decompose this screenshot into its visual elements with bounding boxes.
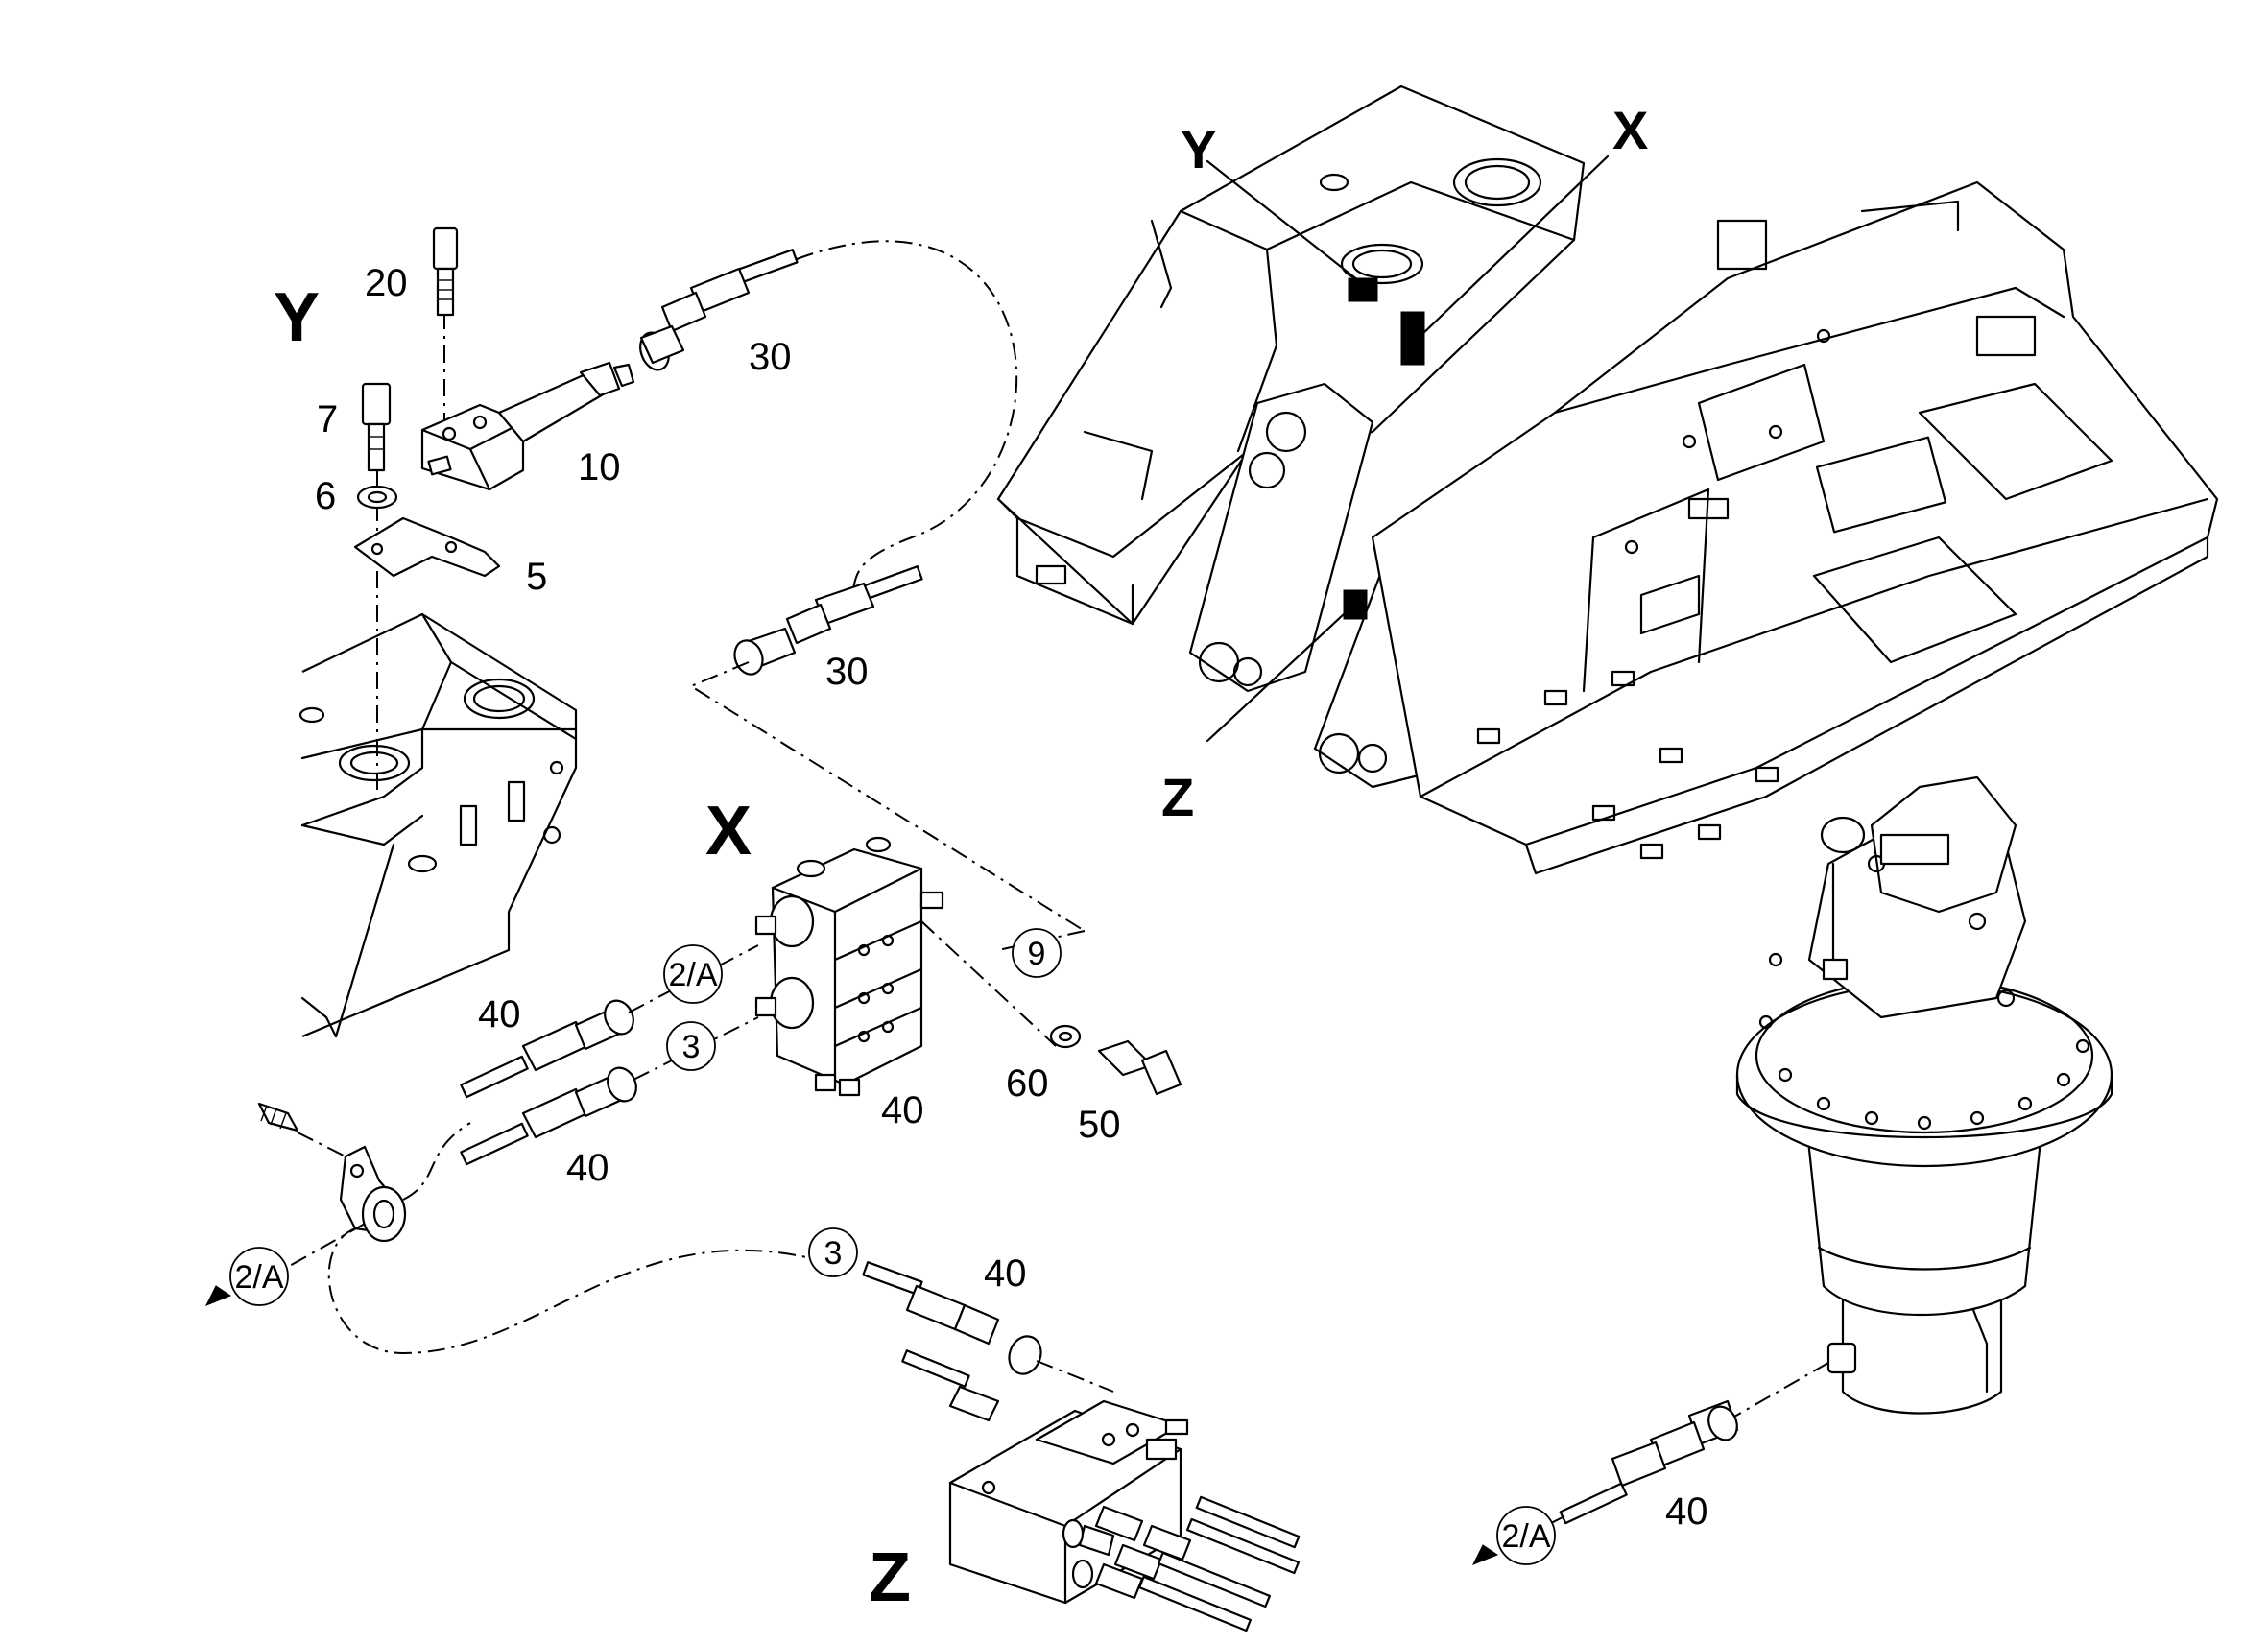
fittings-40-center [460, 999, 637, 1166]
item-40-e: 40 [1665, 1490, 1708, 1533]
item-50: 50 [1078, 1104, 1121, 1146]
item-20: 20 [365, 262, 408, 304]
fitting-40-right [1559, 1399, 1739, 1525]
callout-z-label: Z [1161, 767, 1194, 827]
ref-circle-2a-left [229, 1247, 289, 1306]
ref-2a-center: 2/A [668, 957, 717, 993]
bolt-50 [1097, 1039, 1182, 1096]
view-y-label: Y [274, 279, 320, 356]
view-x-valve-block [754, 836, 944, 1097]
item-5: 5 [526, 556, 547, 598]
item-40-b: 40 [881, 1089, 924, 1132]
item-30-lower: 30 [825, 651, 869, 693]
view-z-label: Z [869, 1539, 911, 1616]
arrow-left-icon-right [1471, 1544, 1499, 1565]
item-40-a: 40 [478, 993, 521, 1036]
bolt-7 [361, 382, 392, 472]
item-10: 10 [578, 446, 621, 488]
ref-2a-left: 2/A [234, 1259, 283, 1296]
sensor-10 [420, 361, 635, 491]
washer-6 [356, 485, 398, 510]
view-x-label: X [705, 793, 752, 870]
view-y-parts [353, 226, 1086, 951]
ref-circle-3-lower [808, 1227, 858, 1277]
callout-y-label: Y [1181, 119, 1216, 179]
item-30-upper: 30 [749, 336, 792, 378]
item-6: 6 [315, 475, 336, 517]
view-callout-leaders [1206, 155, 1610, 743]
ref-circle-9 [1012, 928, 1062, 978]
fitting-30-upper [639, 240, 1018, 615]
ref-circle-3-center [666, 1021, 716, 1071]
hose-clamp [257, 1102, 407, 1243]
main-frame-assembly [996, 84, 2219, 875]
ref-3-center: 3 [682, 1029, 701, 1065]
ref-2a-right: 2/A [1501, 1518, 1550, 1555]
view-z-valve-block [901, 1349, 1301, 1632]
ref-circle-2a-right [1496, 1506, 1556, 1565]
fitting-40-z-upper [862, 1261, 1042, 1375]
item-40-c: 40 [566, 1147, 609, 1189]
ref-3-lower: 3 [824, 1235, 843, 1272]
bracket-5 [353, 516, 501, 578]
item-9: 9 [1028, 936, 1046, 972]
item-40-d: 40 [984, 1252, 1027, 1295]
travel-motor [1735, 775, 2113, 1415]
ref-circle-2a-center [663, 944, 723, 1004]
item-60: 60 [1006, 1062, 1049, 1105]
item-7: 7 [317, 398, 338, 441]
callout-x-label: X [1612, 100, 1648, 160]
bolt-20 [432, 226, 459, 317]
view-y-housing [298, 612, 578, 1038]
arrow-left-icon [204, 1285, 232, 1306]
washer-60 [1049, 1024, 1082, 1049]
